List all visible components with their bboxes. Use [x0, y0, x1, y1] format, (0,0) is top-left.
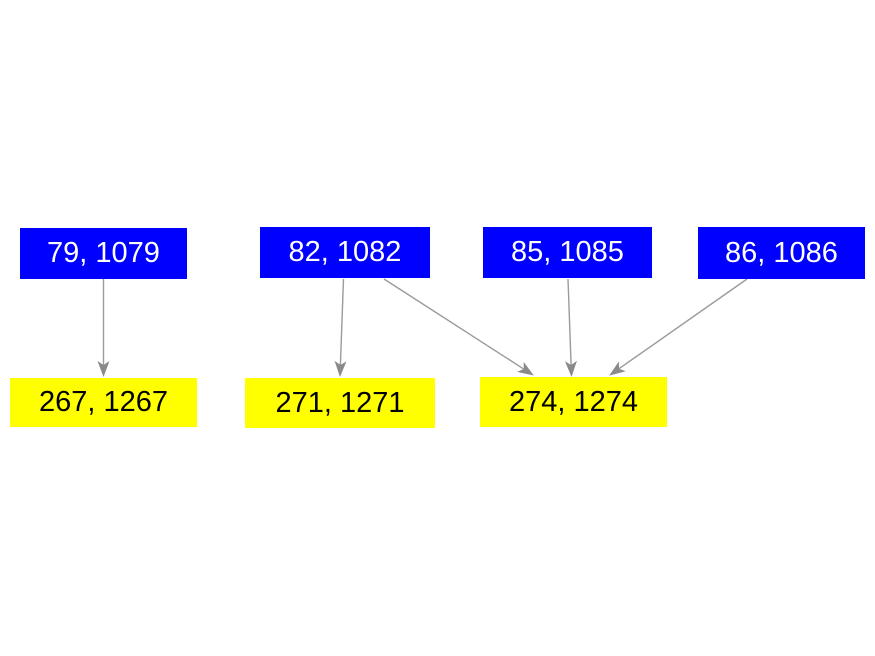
graph-node-267-1267: 267, 1267 [10, 378, 197, 427]
graph-node-82-1082: 82, 1082 [260, 227, 430, 278]
graph-node-271-1271: 271, 1271 [245, 378, 435, 428]
graph-node-86-1086: 86, 1086 [698, 227, 865, 279]
graph-node-79-1079: 79, 1079 [20, 228, 187, 279]
graph-node-85-1085: 85, 1085 [483, 227, 652, 278]
graph-node-274-1274: 274, 1274 [480, 377, 667, 427]
